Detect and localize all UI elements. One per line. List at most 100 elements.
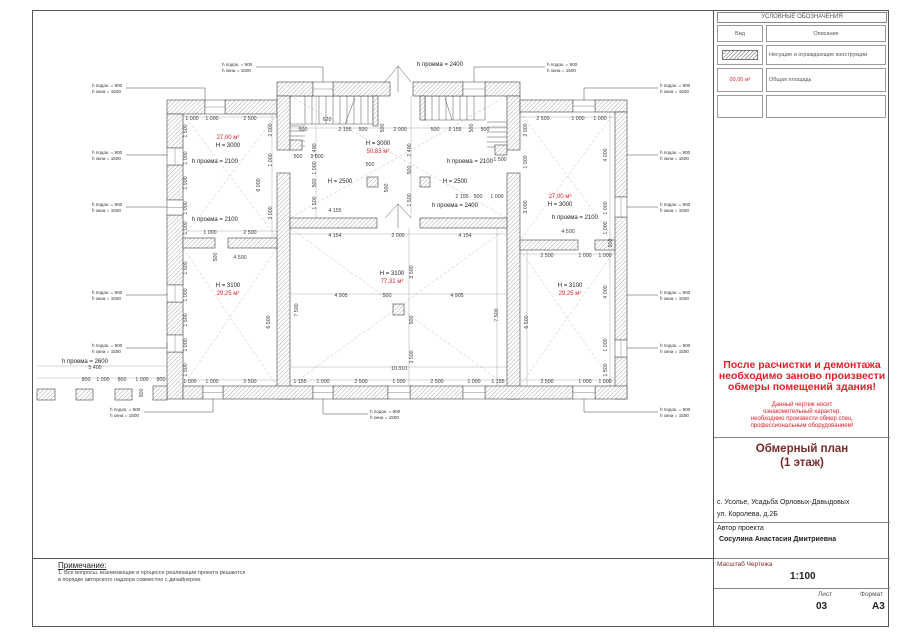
dimension-label: 2 000	[391, 233, 404, 239]
wall-segment	[506, 95, 521, 151]
dimension-label: 1 000	[183, 151, 189, 164]
opening-height-label: h проема = 2400	[417, 62, 464, 68]
dimension-label: 6 000	[256, 178, 262, 191]
dimension-label: 2 155	[448, 127, 461, 133]
dimension-label: 3 000	[523, 200, 529, 213]
room-height: H = 2500	[443, 179, 468, 185]
wall-segment	[519, 239, 579, 251]
dimension-label: 4 154	[458, 233, 471, 239]
warning-line: После расчистки и демонтажа	[723, 359, 881, 371]
window-height-label: h окна = 1500	[92, 89, 121, 94]
dimension-label: 1 000	[603, 338, 609, 351]
opening-height-label: h проема = 2400	[432, 203, 479, 209]
opening-height-label: h проема = 2100	[447, 159, 494, 165]
window-sill-label: h подок. = 900	[92, 150, 123, 155]
window-leader	[473, 66, 545, 82]
dimension-label: 500	[481, 127, 490, 133]
dimension-label: 500	[384, 184, 390, 193]
wall-segment	[224, 99, 278, 115]
room-diagonal	[182, 247, 278, 387]
window-sill-label: h подок. = 900	[92, 83, 123, 88]
scale-label: Масштаб Чертежа	[717, 561, 773, 568]
room-height: H = 3100	[558, 283, 583, 289]
room-height: H = 3000	[548, 202, 573, 208]
window-leader	[126, 343, 168, 349]
dimension-label: 500	[380, 124, 386, 133]
wall-segment	[182, 385, 204, 400]
address-line2: ул. Королева, д.2Б	[717, 511, 778, 518]
window-sill-label: h подок. = 900	[222, 62, 253, 67]
wall-segment	[166, 164, 184, 201]
room-area: 27,00 м²	[217, 135, 240, 141]
legend-title: УСЛОВНЫЕ ОБОЗНАЧЕНИЯ	[717, 12, 887, 23]
dimension-label: 1 000	[312, 161, 318, 174]
drawing-title: Обмерный план (1 этаж)	[714, 442, 890, 470]
dimension-label: 2 500	[430, 379, 443, 385]
dimension-label: 2 500	[243, 379, 256, 385]
opening-height-label: h проема = 2100	[552, 215, 599, 221]
scale-value: 1:100	[790, 571, 816, 582]
dimension-label: 7 500	[494, 308, 500, 321]
dimension-label: 1 000	[598, 253, 611, 259]
wall-segment	[276, 172, 291, 400]
opening-height-label: h проема = 2100	[192, 159, 239, 165]
wall-segment	[276, 81, 314, 97]
wall-segment	[36, 388, 56, 401]
dimension-label: 1 000	[183, 288, 189, 301]
room-area: 29,25 м²	[217, 291, 240, 297]
legend-col-desc: Описание	[766, 25, 886, 42]
window-height-label: h окна = 1500	[92, 296, 121, 301]
window-height-label: h окна = 1500	[660, 413, 689, 418]
window-sill-label: h подок. = 900	[547, 62, 578, 67]
window-leader	[126, 87, 206, 100]
dimension-label: 4 000	[603, 148, 609, 161]
dimension-label: 3 000	[268, 206, 274, 219]
dimension-label: 1 490	[312, 143, 318, 156]
room-diagonal	[519, 111, 616, 241]
dimension-label: 2 155	[455, 194, 468, 200]
legend-area-sample: 00,00 м²	[717, 68, 763, 92]
opening-height-label: h проема = 2600	[62, 359, 109, 365]
dimension-label: 1 000	[603, 201, 609, 214]
notes-divider	[32, 558, 713, 559]
dimension-label: 1 000	[490, 194, 503, 200]
room-area: 77,31 м²	[381, 279, 404, 285]
dimension-label: 1 500	[183, 124, 189, 137]
dimension-label: 1 000	[183, 201, 189, 214]
wall-segment	[289, 217, 378, 229]
dimension-label: 1 000	[603, 221, 609, 234]
dimension-label: 1 500	[407, 193, 413, 206]
dimension-label: 1 000	[183, 338, 189, 351]
legend-col-view: Вид	[717, 25, 763, 42]
room-area: 50,83 м²	[367, 149, 390, 155]
warning-line: необходимо заново произвести	[718, 370, 886, 382]
window-height-label: h окна = 1500	[660, 156, 689, 161]
hatch-swatch-icon	[722, 50, 758, 60]
plan-labels: 1 000 1 000 2 500 1 500 1 000 1 500 1 000 1 000…	[62, 62, 691, 420]
dimension-label: 500	[312, 179, 318, 188]
warning-sub: Данный чертеж носит ознакомительный хара…	[714, 402, 890, 430]
dimension-label: 500	[608, 239, 614, 248]
stair-break	[344, 97, 356, 125]
dimension-label: 4 905	[334, 293, 347, 299]
wall-segment	[494, 144, 508, 156]
window-leader	[583, 399, 658, 413]
dimension-label: 1 000	[135, 377, 148, 383]
wall-segment	[594, 239, 616, 251]
wall-segment	[222, 385, 314, 400]
window-sill-label: h подок. = 900	[110, 407, 141, 412]
window-leaders	[126, 66, 658, 415]
dimension-label: 800	[82, 377, 91, 383]
dimension-label: 2 000	[523, 123, 529, 136]
notes-title: Примечание:	[58, 561, 107, 570]
windows	[166, 81, 628, 400]
legend-empty-view	[717, 95, 763, 118]
dimension-label: 1 000	[268, 153, 274, 166]
divider	[714, 588, 890, 589]
dimension-label: 10 310	[391, 366, 407, 372]
window-height-label: h окна = 1500	[370, 415, 399, 420]
window-sill-label: h подок. = 900	[92, 202, 123, 207]
warning-main: После расчистки и демонтажа необходимо з…	[714, 360, 890, 393]
room-height: H = 3100	[216, 283, 241, 289]
